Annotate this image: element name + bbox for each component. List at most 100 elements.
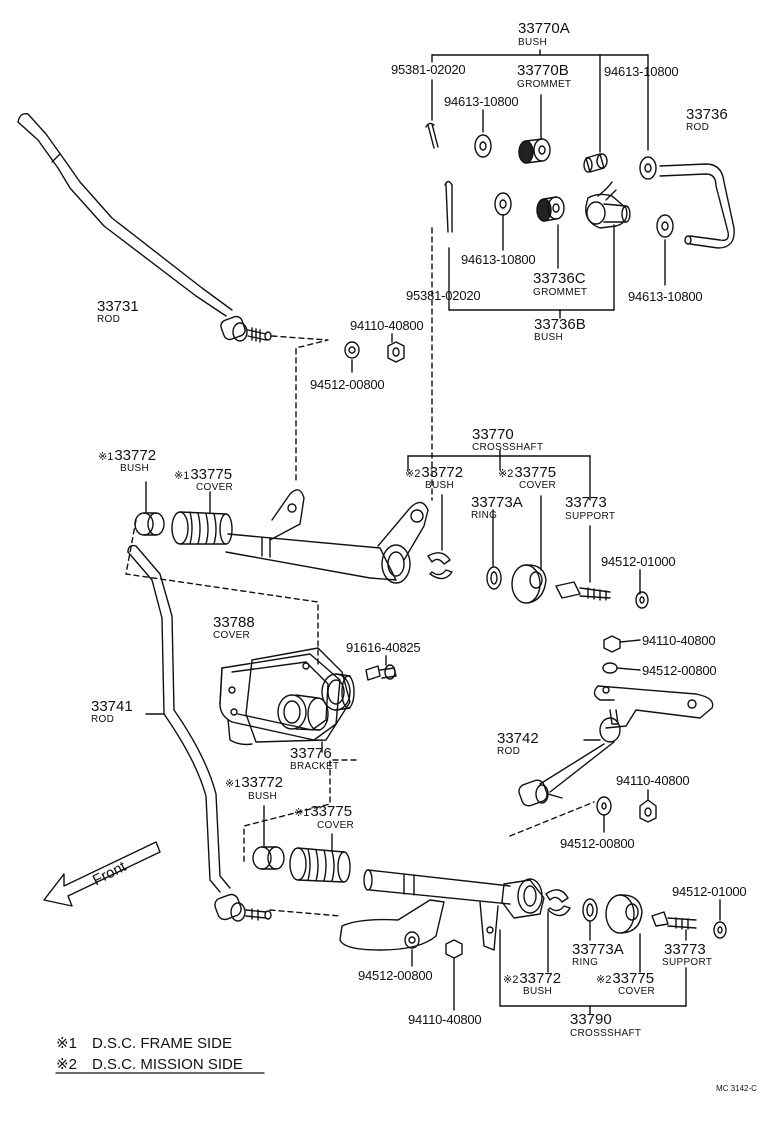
marker-2: ※2 (405, 468, 421, 480)
label-33775-l: ※133775 (174, 466, 232, 483)
cover-33775-upper-mid (511, 564, 547, 604)
name-33772-l: BUSH (120, 463, 149, 474)
label-33736B: 33736B (534, 316, 586, 333)
name-33775-m: COVER (519, 480, 557, 491)
label-94512-bot: 94512-00800 (358, 968, 433, 983)
name-33770A: BUSH (518, 37, 547, 48)
label-91616: 91616-40825 (346, 640, 421, 655)
cotter-pin-top (425, 122, 439, 149)
bush-33772-lower-mid (545, 889, 571, 973)
number: 33775 (310, 803, 353, 820)
rod-33742 (518, 685, 714, 807)
washer-94512-r2 (596, 796, 612, 833)
ring-33773A-lower (582, 898, 598, 941)
number: 33775 (612, 970, 655, 987)
crossshaft-upper (225, 489, 429, 584)
number: 33772 (519, 970, 562, 987)
top-bracket-lines (431, 49, 666, 319)
cover-33775-lower-mid (605, 894, 643, 973)
label-33736C: 33736C (533, 270, 586, 287)
label-33790: 33790 (570, 1011, 612, 1028)
ring-33773A-upper (486, 566, 502, 590)
label-94613-ml: 94613-10800 (461, 252, 536, 267)
name-33773-top: SUPPORT (565, 511, 616, 522)
label-94613-tl: 94613-10800 (444, 94, 519, 109)
washer-94512-01000-lower (713, 899, 727, 939)
marker-1: ※1 (294, 807, 310, 819)
bush-33772-upper-left (134, 481, 165, 536)
legend-symbol-2: ※2 (56, 1056, 77, 1073)
name-33772-bot: BUSH (523, 986, 552, 997)
legend-text-2: D.S.C. MISSION SIDE (92, 1056, 243, 1073)
name-33773-low: SUPPORT (662, 957, 713, 968)
washer-94512-r1 (602, 662, 641, 674)
label-94110-r1: 94110-40800 (642, 633, 716, 648)
legend-symbol-1: ※1 (56, 1035, 77, 1052)
nut-94110-r2 (639, 789, 657, 823)
name-33773A-low: RING (572, 957, 599, 968)
rod-33741 (127, 544, 272, 922)
grommet-33736C (536, 196, 565, 222)
bush-33770A (583, 153, 608, 173)
number: 33775 (190, 466, 233, 483)
name-33741: ROD (91, 714, 115, 725)
marker-2: ※2 (498, 468, 514, 480)
label-94512-r1: 94512-00800 (642, 663, 717, 678)
support-33773-upper (555, 581, 611, 601)
nut-94110-top (387, 341, 405, 363)
name-33731: ROD (97, 314, 121, 325)
label-94512-01000-low: 94512-01000 (672, 884, 747, 899)
label-33741: 33741 (91, 698, 133, 715)
label-33772-m: ※233772 (405, 464, 463, 481)
bolt-91616 (365, 655, 397, 681)
label-94110-top: 94110-40800 (350, 318, 424, 333)
name-33788: COVER (213, 630, 251, 641)
label-95381-top: 95381-02020 (391, 62, 466, 77)
label-33772-low: ※133772 (225, 774, 283, 791)
dashed-connectors (125, 227, 595, 917)
label-95381-mid: 95381-02020 (406, 288, 481, 303)
cover-33775-lower-left (289, 833, 351, 883)
label-33773A-top: 33773A (471, 494, 523, 511)
marker-2: ※2 (503, 974, 519, 986)
marker-1: ※1 (98, 451, 114, 463)
number: 33772 (241, 774, 284, 791)
name-33772-m: BUSH (425, 480, 454, 491)
drawing-code: MC 3142-C (716, 1084, 757, 1093)
label-94613-tr: 94613-10800 (604, 64, 679, 79)
label-94613-mr: 94613-10800 (628, 289, 703, 304)
name-33736C: GROMMET (533, 287, 588, 298)
name-33736B: BUSH (534, 332, 563, 343)
name-33772-low: BUSH (248, 791, 277, 802)
bush-33736B (585, 181, 631, 229)
label-33788: 33788 (213, 614, 255, 631)
washer-94512-bot (404, 931, 420, 967)
name-33775-low: COVER (317, 820, 355, 831)
label-33773-top: 33773 (565, 494, 607, 511)
label-33772-l: ※133772 (98, 447, 156, 464)
label-94110-r2: 94110-40800 (616, 773, 690, 788)
name-33775-bot: COVER (618, 986, 656, 997)
crossshaft-33770-bracket (407, 449, 641, 595)
rod-33736 (659, 163, 735, 249)
label-33736: 33736 (686, 106, 728, 123)
label-33731: 33731 (97, 298, 139, 315)
bush-33772-upper-mid (427, 552, 453, 580)
label-94512-01000-top: 94512-01000 (601, 554, 676, 569)
legend-row-2: ※2 D.S.C. MISSION SIDE (56, 1055, 243, 1073)
rod-33731 (17, 112, 272, 343)
name-33790: CROSSSHAFT (570, 1028, 642, 1039)
washer-94613-d (656, 214, 674, 238)
label-33770: 33770 (472, 426, 514, 443)
grommet-33770B (518, 138, 551, 164)
label-33773-low: 33773 (664, 941, 706, 958)
washer-94512-top (344, 341, 360, 359)
washer-94512-01000-upper (635, 591, 649, 609)
label-94512-r2: 94512-00800 (560, 836, 635, 851)
label-33742: 33742 (497, 730, 539, 747)
crossshaft-33790-bracket (499, 929, 687, 1015)
label-33770B: 33770B (517, 62, 569, 79)
name-33773A-top: RING (471, 510, 498, 521)
